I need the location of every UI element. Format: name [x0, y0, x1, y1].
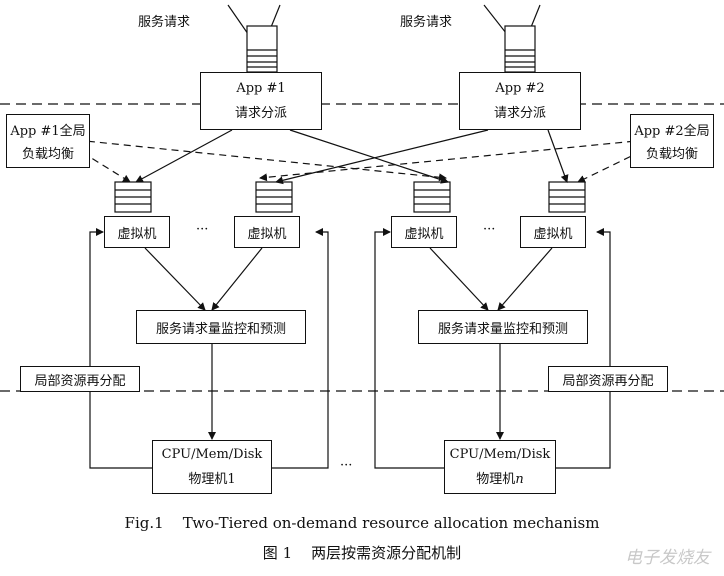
app2-dispatch-label: 请求分派	[493, 106, 546, 121]
local-realloc-label: 局部资源再分配	[562, 373, 654, 389]
watermark-logo: 电子发烧友	[625, 548, 710, 568]
app2-global-lb-line2: 负载均衡	[645, 147, 698, 162]
vm-box-4: 虚拟机	[520, 216, 586, 248]
app1-global-lb-line1: App #1全局	[10, 124, 86, 139]
vm-ellipsis-1: ···	[196, 222, 209, 237]
vm-queue-4	[548, 181, 586, 213]
app2-label: App #2	[495, 81, 545, 96]
service-request-label-1: 服务请求	[138, 15, 191, 30]
vm-queue-3	[413, 181, 451, 213]
vm-queue-2	[255, 181, 293, 213]
caption-chinese: 图 1 两层按需资源分配机制	[262, 544, 462, 562]
vm-box-3: 虚拟机	[391, 216, 457, 248]
app2-global-lb-line1: App #2全局	[634, 124, 710, 139]
vm-label: 虚拟机	[117, 226, 157, 242]
local-realloc-box-1: 局部资源再分配	[20, 366, 140, 392]
app1-global-lb-line2: 负载均衡	[21, 147, 74, 162]
monitor-label: 服务请求量监控和预测	[155, 321, 286, 337]
app2-queue	[504, 25, 536, 73]
caption-english: Fig.1 Two-Tiered on-demand resource allo…	[124, 514, 600, 532]
vm-label: 虚拟机	[404, 226, 444, 242]
pmn-label: 物理机n	[476, 468, 523, 487]
pm-ellipsis: ···	[340, 458, 353, 473]
monitor-box-2: 服务请求量监控和预测	[418, 310, 588, 344]
vm-queue-1	[114, 181, 152, 213]
vm-box-2: 虚拟机	[234, 216, 300, 248]
app2-dispatch-box: App #2 请求分派	[459, 72, 581, 130]
app1-dispatch-box: App #1 请求分派	[200, 72, 322, 130]
app1-global-lb-box: App #1全局 负载均衡	[6, 114, 90, 168]
physical-machine-n: CPU/Mem/Disk 物理机n	[444, 440, 556, 494]
monitor-box-1: 服务请求量监控和预测	[136, 310, 306, 344]
physical-machine-1: CPU/Mem/Disk 物理机1	[152, 440, 272, 494]
monitor-label: 服务请求量监控和预测	[437, 321, 568, 337]
app1-queue	[246, 25, 278, 73]
pmn-label-prefix: 物理机	[476, 472, 516, 487]
app1-label: App #1	[236, 81, 286, 96]
local-realloc-label: 局部资源再分配	[34, 373, 126, 389]
vm-label: 虚拟机	[247, 226, 287, 242]
app1-dispatch-label: 请求分派	[234, 106, 287, 121]
local-realloc-box-2: 局部资源再分配	[548, 366, 668, 392]
pm1-resources: CPU/Mem/Disk	[161, 447, 263, 462]
pmn-label-suffix: n	[515, 472, 524, 487]
pmn-resources: CPU/Mem/Disk	[449, 447, 551, 462]
pm1-label: 物理机1	[188, 472, 236, 487]
vm-box-1: 虚拟机	[104, 216, 170, 248]
vm-ellipsis-2: ···	[483, 222, 496, 237]
vm-label: 虚拟机	[533, 226, 573, 242]
service-request-label-2: 服务请求	[400, 15, 453, 30]
app2-global-lb-box: App #2全局 负载均衡	[630, 114, 714, 168]
